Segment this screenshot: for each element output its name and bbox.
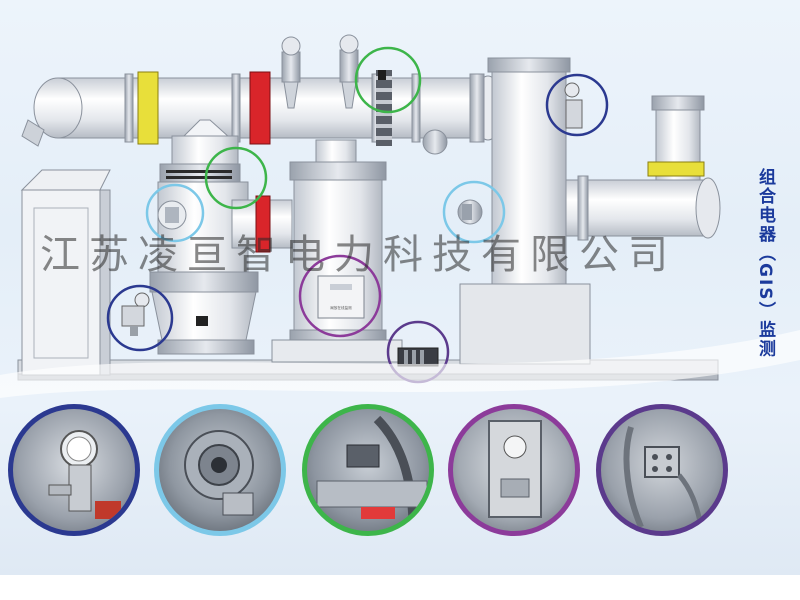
callout-density-relay-left — [106, 284, 174, 352]
page-title: 组合电器（GIS）监测 — [755, 168, 775, 359]
photo-density-relay — [8, 404, 140, 536]
photo-monitoring-cabinet — [448, 404, 580, 536]
callout-window-left — [145, 183, 205, 243]
callout-monitoring-cabinet — [298, 254, 382, 338]
right-density-gauge — [564, 82, 583, 129]
device-label: 局放在线监测 — [330, 305, 352, 310]
main-busbar — [21, 70, 503, 155]
striped-band — [376, 70, 392, 146]
control-cabinet — [20, 169, 111, 376]
decorative-swoosh — [0, 330, 800, 398]
left-density-gauge — [121, 292, 150, 336]
callout-uhf-sensor-left — [204, 146, 268, 210]
monitoring-cabinet: 局放在线监测 — [317, 275, 365, 319]
photo-pressure-valve — [154, 404, 286, 536]
top-bushings — [281, 34, 359, 109]
callout-density-relay-right — [545, 73, 609, 137]
junction-box — [397, 347, 439, 367]
right-tower — [457, 57, 721, 365]
photo-uhf-sensor — [302, 404, 434, 536]
left-tee — [157, 119, 249, 273]
red-phase-band — [249, 71, 271, 145]
callout-uhf-sensor-top — [354, 46, 422, 114]
callout-rings — [106, 46, 609, 384]
center-tank — [271, 139, 403, 363]
photo-junction-box — [596, 404, 728, 536]
yellow-phase-band — [137, 71, 159, 145]
callout-window-right — [442, 180, 506, 244]
left-breaker — [149, 195, 293, 355]
